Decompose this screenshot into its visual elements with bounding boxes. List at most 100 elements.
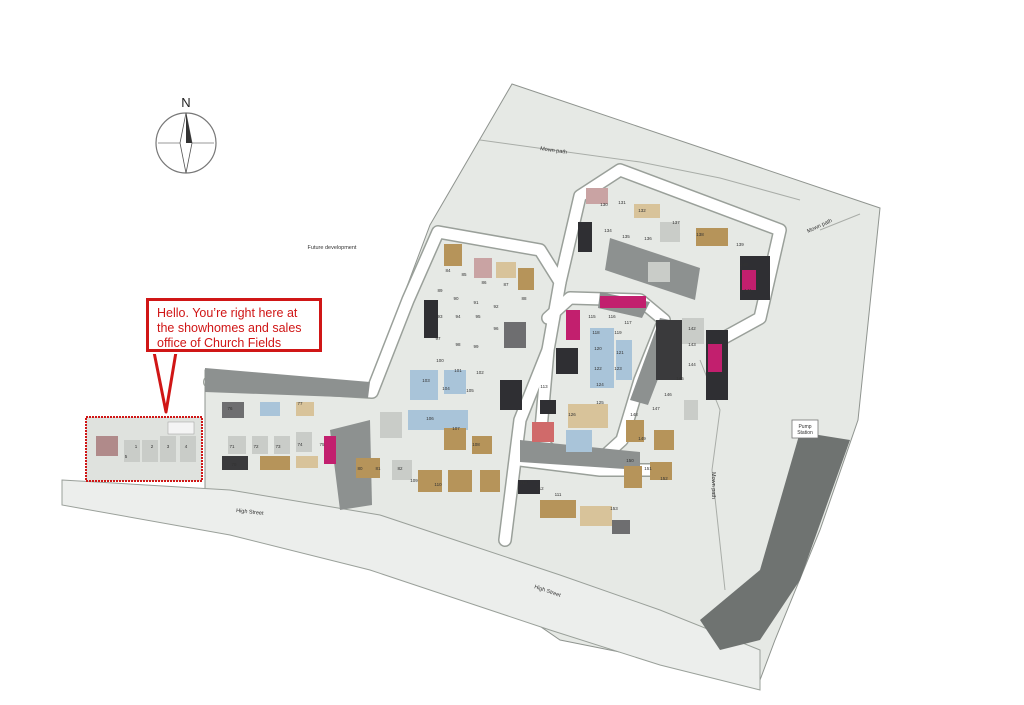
plot-number-98: 98	[455, 342, 461, 347]
plot-number-125: 125	[596, 400, 604, 405]
plot-number-119: 119	[614, 330, 622, 335]
plot-number-97: 97	[435, 336, 441, 341]
plot-number-82: 82	[397, 466, 403, 471]
future-development-label: Future development	[308, 245, 357, 251]
plot-number-136: 136	[644, 236, 652, 241]
plot-number-145: 145	[676, 376, 684, 381]
plot-number-121: 121	[616, 350, 624, 355]
plot-number-114: 114	[520, 480, 528, 485]
high-street-road	[61, 479, 761, 691]
plot-number-139: 139	[736, 242, 744, 247]
plot-number-137: 137	[672, 220, 680, 225]
plot-number-5: 5	[125, 454, 128, 459]
plot-number-115: 115	[588, 314, 596, 319]
plot-number-149: 149	[638, 436, 646, 441]
plot-number-152: 152	[660, 476, 668, 481]
plot-number-138: 138	[696, 232, 704, 237]
plot-number-100: 100	[436, 358, 444, 363]
plot-number-117: 117	[624, 320, 632, 325]
pump-station-parking	[700, 432, 850, 650]
plot-number-131: 131	[618, 200, 626, 205]
plot-number-113: 113	[540, 384, 548, 389]
plot-number-73: 73	[275, 444, 281, 449]
plot-number-112: 112	[536, 486, 544, 491]
compass-north-letter: N	[181, 95, 190, 110]
plot-number-105: 105	[466, 388, 474, 393]
plot-number-116: 116	[608, 314, 616, 319]
plot-number-95: 95	[475, 314, 481, 319]
plot-number-81: 81	[375, 466, 381, 471]
plot-number-74: 74	[297, 442, 303, 447]
plot-number-122: 122	[594, 366, 602, 371]
plot-number-89: 89	[437, 288, 443, 293]
plot-number-90: 90	[453, 296, 459, 301]
high-street-label-west: High Street	[236, 508, 264, 517]
plot-number-140: 140	[740, 262, 748, 267]
compass: N	[155, 95, 217, 174]
plot-number-2: 2	[151, 444, 154, 449]
plot-number-110: 110	[434, 482, 442, 487]
plot-number-92: 92	[493, 304, 499, 309]
plot-number-127: 127	[548, 408, 556, 413]
plot-number-94: 94	[455, 314, 461, 319]
callout-line-3: office of Church Fields	[157, 336, 282, 350]
showhome-buildings	[96, 421, 196, 462]
mown-path-top	[479, 139, 801, 201]
pump-station-label-2: Station	[797, 430, 813, 436]
plot-number-102: 102	[476, 370, 484, 375]
plot-number-93: 93	[437, 314, 443, 319]
plot-number-132: 132	[638, 208, 646, 213]
plot-number-109: 109	[410, 478, 418, 483]
plot-number-133: 133	[582, 224, 590, 229]
plot-number-84: 84	[445, 268, 451, 273]
mown-path-right	[819, 213, 861, 231]
plot-number-85: 85	[461, 272, 467, 277]
plot-number-135: 135	[622, 234, 630, 239]
plot-number-130: 130	[600, 202, 608, 207]
plot-number-79: 79	[231, 462, 237, 467]
plot-number-148: 148	[630, 412, 638, 417]
pump-station-box	[791, 419, 819, 439]
plot-number-146: 146	[664, 392, 672, 397]
plot-number-4: 4	[185, 444, 188, 449]
plot-number-80: 80	[357, 466, 363, 471]
plot-number-99: 99	[473, 344, 479, 349]
mown-path-label-top: Mown path	[540, 146, 567, 156]
callout-line-2: the showhomes and sales	[157, 321, 302, 335]
plot-number-1: 1	[135, 444, 138, 449]
plot-number-88: 88	[521, 296, 527, 301]
plot-number-101: 101	[454, 368, 462, 373]
plot-number-144: 144	[688, 362, 696, 367]
plot-number-3: 3	[167, 444, 170, 449]
plot-number-87: 87	[503, 282, 509, 287]
plot-number-86: 86	[481, 280, 487, 285]
plot-number-141: 141	[744, 288, 752, 293]
plot-number-147: 147	[652, 406, 660, 411]
plot-number-106: 106	[426, 416, 434, 421]
plot-number-151: 151	[644, 466, 652, 471]
plot-number-103: 103	[422, 378, 430, 383]
plot-number-71: 71	[229, 444, 235, 449]
callout-line-1: Hello. You’re right here at	[157, 306, 298, 320]
plot-number-91: 91	[473, 300, 479, 305]
pump-station-label-1: Pump	[798, 424, 811, 430]
plot-number-labels: 76 77 71 72 73 74 75 79 80 81 82 84 85 86 87 88 89 90 91 92…	[125, 200, 753, 511]
callout-pointer	[152, 350, 178, 414]
location-callout: Hello. You’re right here at the showhome…	[146, 298, 322, 352]
plot-number-77: 77	[297, 401, 303, 406]
plot-number-143: 143	[688, 342, 696, 347]
plot-number-111: 111	[555, 492, 562, 497]
plot-number-126: 126	[568, 412, 576, 417]
plot-number-75: 75	[319, 442, 325, 447]
plot-number-107: 107	[452, 426, 460, 431]
plot-number-153: 153	[610, 506, 618, 511]
plot-number-72: 72	[253, 444, 259, 449]
plot-number-108: 108	[472, 442, 480, 447]
plot-number-76: 76	[227, 406, 233, 411]
plot-number-150: 150	[626, 458, 634, 463]
plot-number-134: 134	[604, 228, 612, 233]
plot-number-118: 118	[592, 330, 600, 335]
plot-number-120: 120	[594, 346, 602, 351]
plot-number-123: 123	[614, 366, 622, 371]
